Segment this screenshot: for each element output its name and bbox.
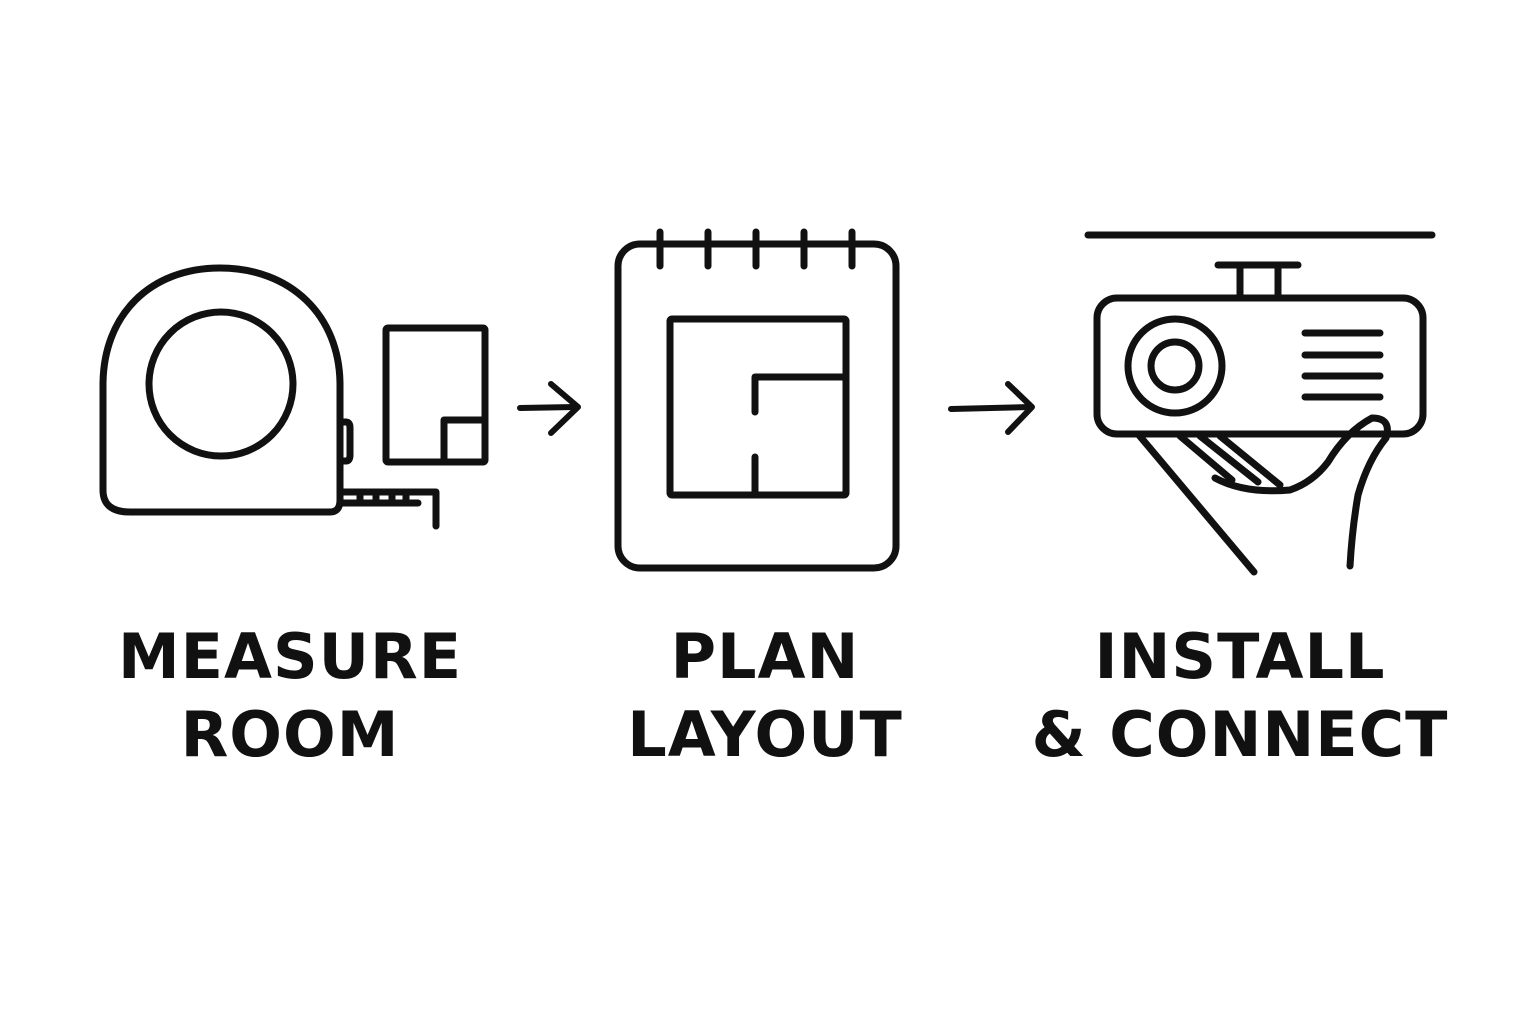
step-label-plan-layout: PLAN LAYOUT bbox=[565, 618, 965, 774]
step-label-install-connect: INSTALL & CONNECT bbox=[1020, 618, 1460, 774]
floor-plan-notepad-icon bbox=[614, 228, 900, 572]
arrow-right-icon bbox=[517, 381, 581, 436]
arrow-right-icon bbox=[948, 381, 1035, 435]
tape-measure-icon bbox=[99, 264, 489, 530]
step-label-line2: ROOM bbox=[180, 698, 400, 771]
step-label-line1: PLAN bbox=[670, 620, 860, 693]
ceiling-projector-icon bbox=[1084, 231, 1436, 576]
step-label-line1: INSTALL bbox=[1094, 620, 1386, 693]
step-label-line2: LAYOUT bbox=[627, 698, 903, 771]
step-label-line1: MEASURE bbox=[117, 620, 463, 693]
step-label-measure-room: MEASURE ROOM bbox=[90, 618, 490, 774]
step-label-line2: & CONNECT bbox=[1031, 698, 1449, 771]
